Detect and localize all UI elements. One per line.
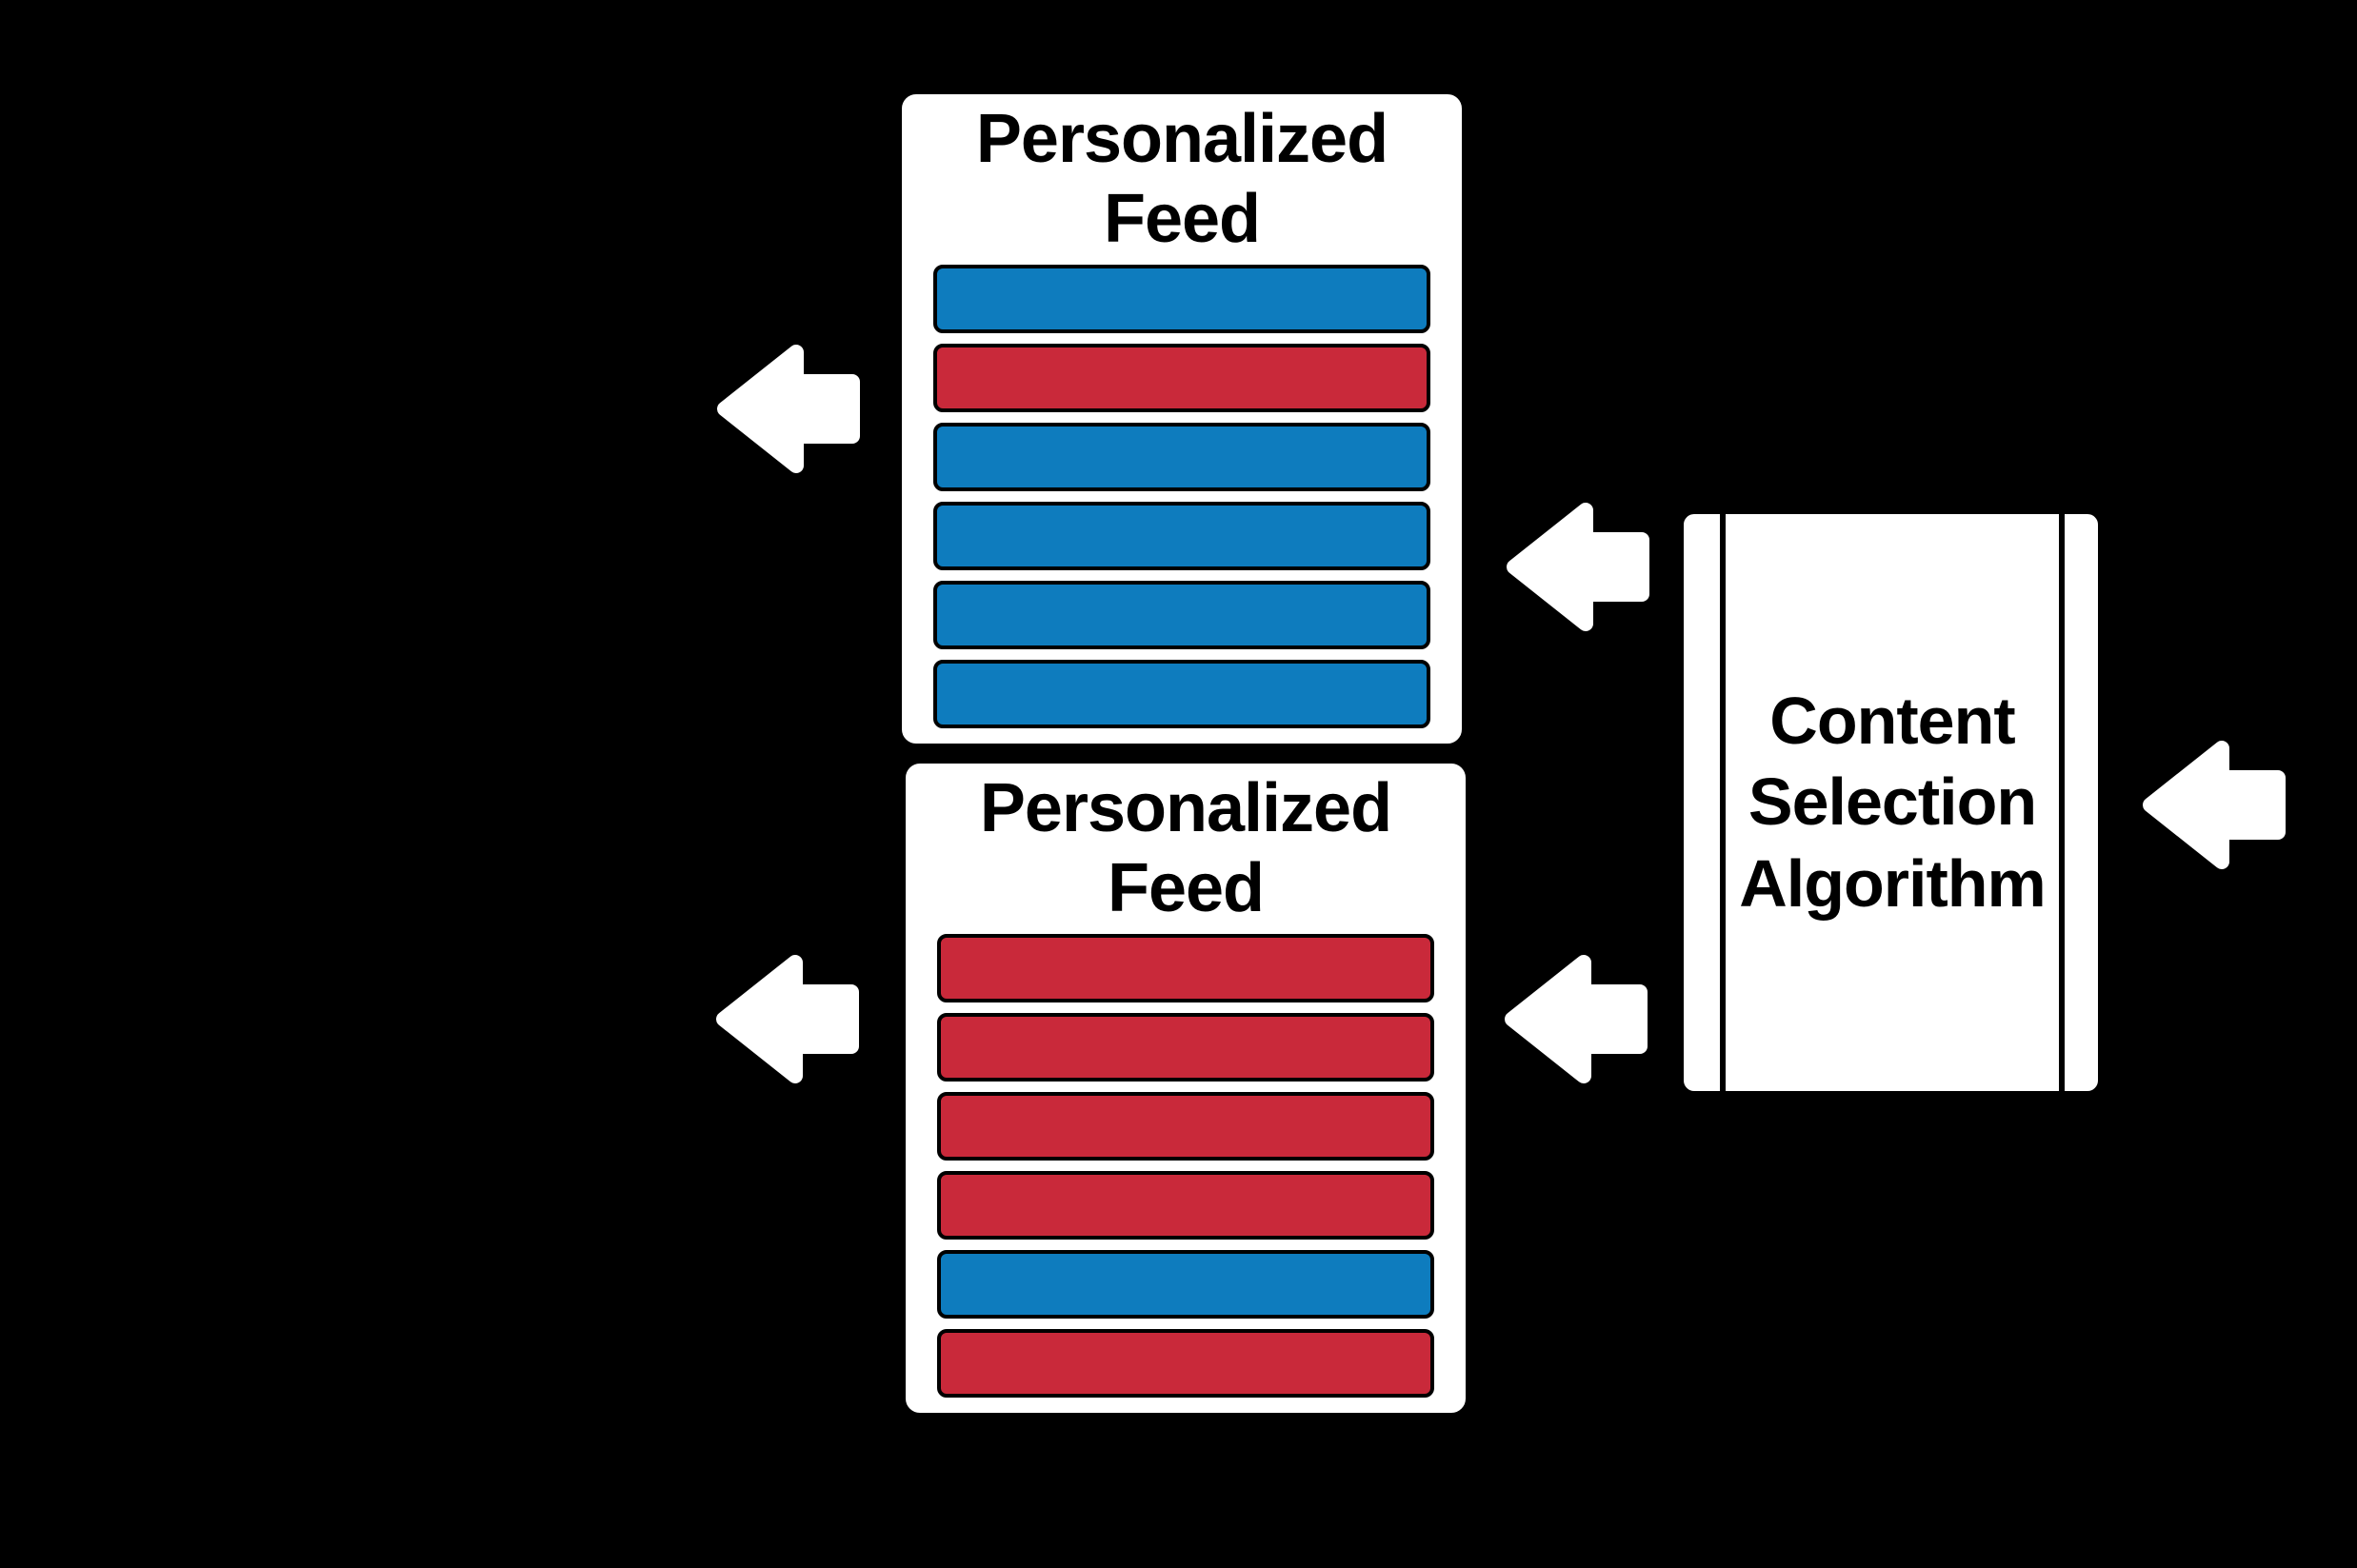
algorithm-box-inner-line-left [1720,514,1726,1091]
feed-item-bar-red [937,1013,1434,1082]
feed-item-bar-blue [933,660,1430,728]
feed-item-bar-red [933,344,1430,412]
feed-item-bar-red [937,1329,1434,1398]
left-arrow-icon [1505,955,1648,1083]
personalized-feed-box-bottom: Personalized Feed [903,761,1468,1416]
personalized-feed-box-top: Personalized Feed [899,91,1465,746]
feed-item-bar-blue [933,581,1430,649]
feed-title: Personalized Feed [979,770,1392,926]
feed-title: Personalized Feed [975,101,1388,257]
left-arrow-icon [716,955,859,1083]
feed-item-list [937,934,1434,1398]
algorithm-label: Content Selection Algorithm [1739,683,2047,921]
left-arrow-icon [2143,741,2286,869]
content-selection-algorithm-box: Content Selection Algorithm [1681,511,2101,1094]
feed-item-bar-red [937,1171,1434,1240]
feed-item-bar-red [937,934,1434,1002]
left-arrow-icon [717,345,860,473]
feed-item-bar-blue [933,265,1430,333]
left-arrow-icon [1507,503,1649,631]
algorithm-box-inner-line-right [2059,514,2065,1091]
feed-item-bar-red [937,1092,1434,1161]
feed-item-bar-blue [937,1250,1434,1319]
feed-item-bar-blue [933,502,1430,570]
feed-item-bar-blue [933,423,1430,491]
feed-item-list [933,265,1430,728]
